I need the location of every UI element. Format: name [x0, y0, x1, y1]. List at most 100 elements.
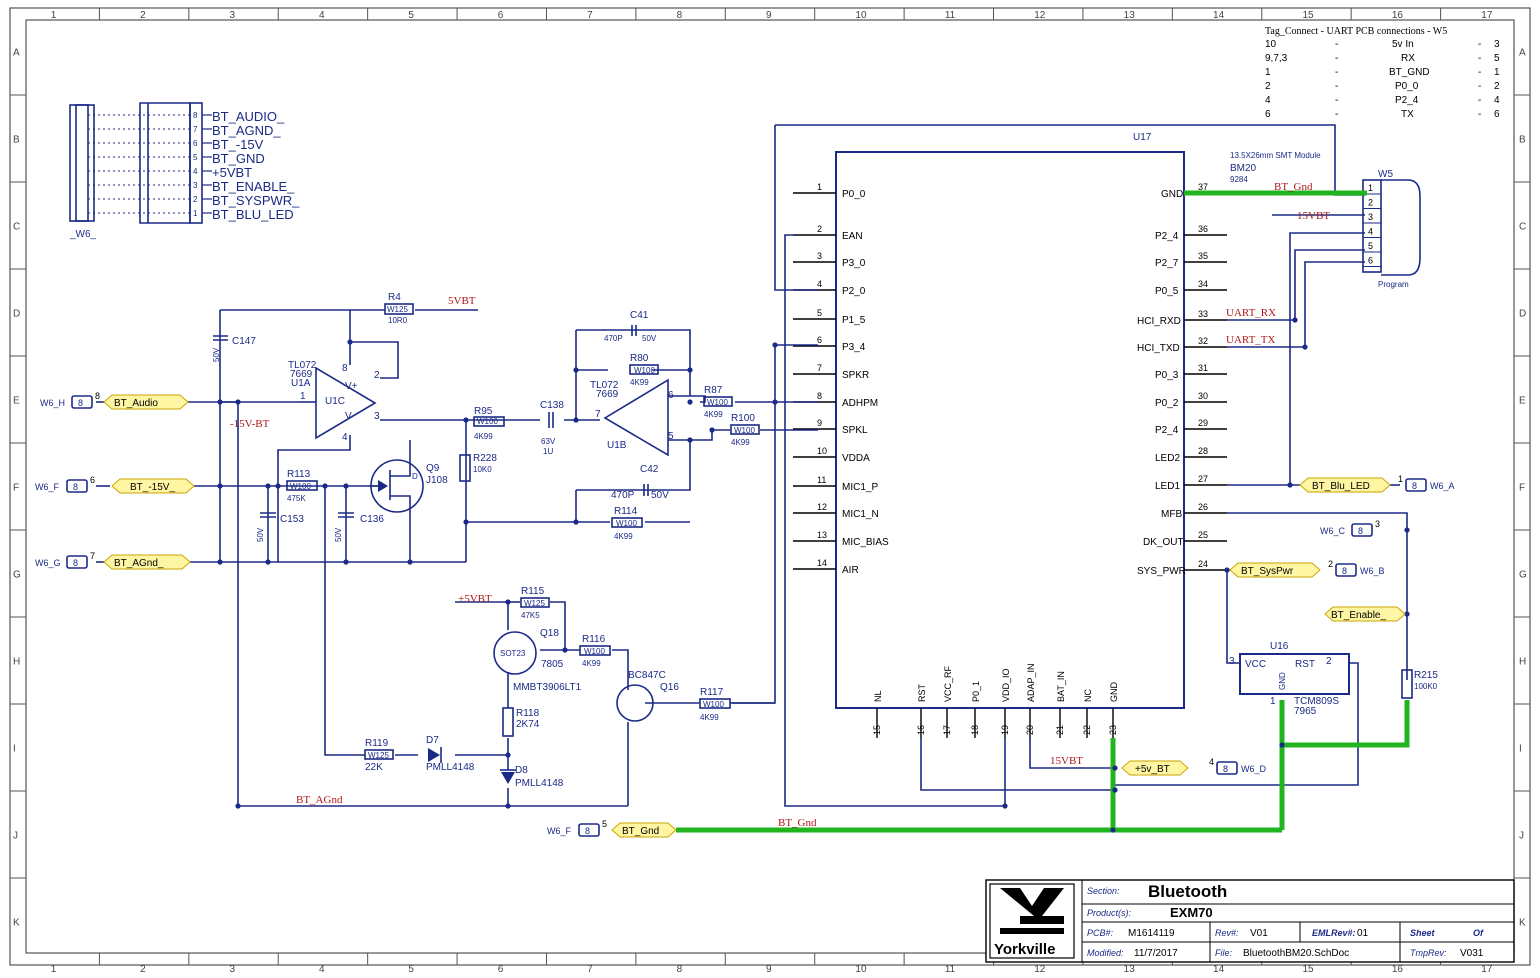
wire-junction	[463, 519, 469, 525]
border-col-bottom-10: 10	[855, 964, 867, 973]
w5-ref: W5	[1378, 169, 1393, 180]
tag-table-cell: -	[1478, 53, 1481, 64]
tb-of-label: Of	[1473, 928, 1484, 938]
wire-junction	[407, 559, 413, 565]
c41-ref: C41	[630, 310, 649, 321]
offsheet-w6e-inner: 8	[585, 826, 590, 836]
offsheet-w6c-name: W6_C	[1320, 526, 1346, 536]
border-col-top-14: 14	[1213, 10, 1225, 21]
u17-pin-name-23: GND	[1109, 682, 1119, 703]
u16-rst: RST	[1295, 659, 1315, 670]
wire-junction	[505, 599, 511, 605]
offsheet-w6h-name: W6_H	[40, 398, 65, 408]
w6-net-label: BT_AUDIO_	[212, 109, 285, 124]
wire-junction	[573, 367, 579, 373]
r116-value: 4K99	[582, 659, 601, 668]
r114-ref: R114	[614, 506, 638, 517]
border-col-bottom-6: 6	[498, 964, 504, 973]
r100-value: 4K99	[731, 438, 750, 447]
u1-name: TL072	[288, 360, 317, 371]
wire-junction	[505, 752, 511, 758]
u17-pin-num-5: 5	[817, 308, 822, 318]
border-row-left-B: B	[13, 135, 20, 146]
tag-table-cell: 5v In	[1392, 39, 1414, 50]
wire-junction	[772, 399, 778, 405]
border-col-bottom-5: 5	[408, 964, 414, 973]
w6-net-label: BT_BLU_LED	[212, 207, 294, 222]
offsheet-w6e-name: W6_F	[547, 826, 572, 836]
q9-ref: Q9	[426, 463, 440, 474]
u17-pin-name-17: VCC_RF	[943, 665, 953, 702]
r87-pkg: W100	[707, 398, 728, 407]
u17-pin-num-26: 26	[1198, 502, 1208, 512]
u1b-ref: U1B	[607, 440, 627, 451]
u17-pin-num-28: 28	[1198, 446, 1208, 456]
c138: C138 63V 1U	[540, 400, 564, 456]
offsheet-w6c-box	[1351, 523, 1373, 537]
components: R4 W125 10R0 5VBT C147 50V TL072 7669 U1…	[212, 292, 1438, 789]
tag-table-cell: 4	[1494, 95, 1500, 106]
tag-table-cell: 2	[1494, 81, 1500, 92]
tag-table-cell: 2	[1265, 81, 1271, 92]
port-bt-enable: BT_Enable_	[1324, 606, 1406, 622]
tb-pcb-label: PCB#:	[1087, 928, 1114, 938]
tb-product-label: Product(s):	[1087, 908, 1132, 918]
w6-net-label: BT_ENABLE_	[212, 179, 295, 194]
w6-pin-5: 5	[193, 153, 198, 162]
w6-net-label: BT_GND	[212, 151, 265, 166]
port-5v-bt: +5v_BT	[1121, 760, 1189, 776]
port-bt-audio-label: BT_Audio	[114, 398, 158, 409]
u16-pin2: 2	[1326, 656, 1332, 667]
c41: C41 470P 50V	[604, 310, 657, 343]
r119-value: 22K	[365, 762, 383, 773]
wire-junction	[343, 559, 349, 565]
u1-ref: U1C	[325, 396, 345, 407]
u16-code: 7965	[1294, 706, 1317, 717]
u17-pin-num-25: 25	[1198, 530, 1208, 540]
r113-pkg: W100	[290, 482, 311, 491]
r116: R116 W100 4K99	[579, 634, 611, 668]
u17-pin-name-35: P2_7	[1155, 258, 1179, 269]
tag-table-cell: 10	[1265, 39, 1277, 50]
w5-label: Program	[1378, 280, 1409, 289]
u16-ref: U16	[1270, 641, 1289, 652]
r118-ref: R118	[516, 708, 540, 719]
wire-junction	[347, 339, 353, 345]
tb-sheet-label: Sheet	[1410, 928, 1436, 938]
port-bt-gnd-label: BT_Gnd	[622, 826, 659, 837]
u17-pin-num-7: 7	[817, 363, 822, 373]
d7-part: PMLL4148	[426, 762, 475, 773]
net-bt-agnd: BT_AGnd	[296, 794, 343, 806]
u17-module-line1: 13.5X26mm SMT Module	[1230, 151, 1321, 160]
u17-pin-num-6: 6	[817, 335, 822, 345]
junctions	[217, 317, 1410, 833]
border-col-top-12: 12	[1034, 10, 1046, 21]
c136-ref: C136	[360, 514, 384, 525]
c136-volt: 50V	[334, 527, 343, 542]
c42-ref: C42	[640, 464, 659, 475]
border-col-top-16: 16	[1392, 10, 1404, 21]
w6-pin-4: 4	[193, 167, 198, 176]
wire-junction	[1112, 787, 1118, 793]
border-col-bottom-15: 15	[1302, 964, 1314, 973]
net-p5vbt: +5VBT	[458, 593, 492, 605]
c147-ref: C147	[232, 336, 256, 347]
wire-junction	[275, 483, 281, 489]
port-5v-bt-label: +5v_BT	[1135, 764, 1170, 775]
wire-junction	[265, 559, 271, 565]
c136: C136 50V	[334, 512, 384, 542]
u17-pin-name-6: P3_4	[842, 342, 866, 353]
u16-gnd: GND	[1278, 672, 1287, 690]
tag-table-cell: -	[1335, 39, 1338, 50]
r95-value: 4K99	[474, 432, 493, 441]
r115: R115 W125 47K5	[520, 586, 550, 620]
r115-value: 47K5	[521, 611, 540, 620]
r95-pkg: W100	[477, 417, 498, 426]
border-row-right-G: G	[1519, 570, 1527, 581]
offsheet-w6d-box	[1216, 761, 1238, 775]
u17-pin-num-34: 34	[1198, 279, 1208, 289]
w6-net-label: BT_-15V	[212, 137, 264, 152]
wire-junction	[217, 399, 223, 405]
c147-rating: 50V	[212, 347, 221, 362]
w5-pin-5: 5	[1368, 241, 1373, 251]
